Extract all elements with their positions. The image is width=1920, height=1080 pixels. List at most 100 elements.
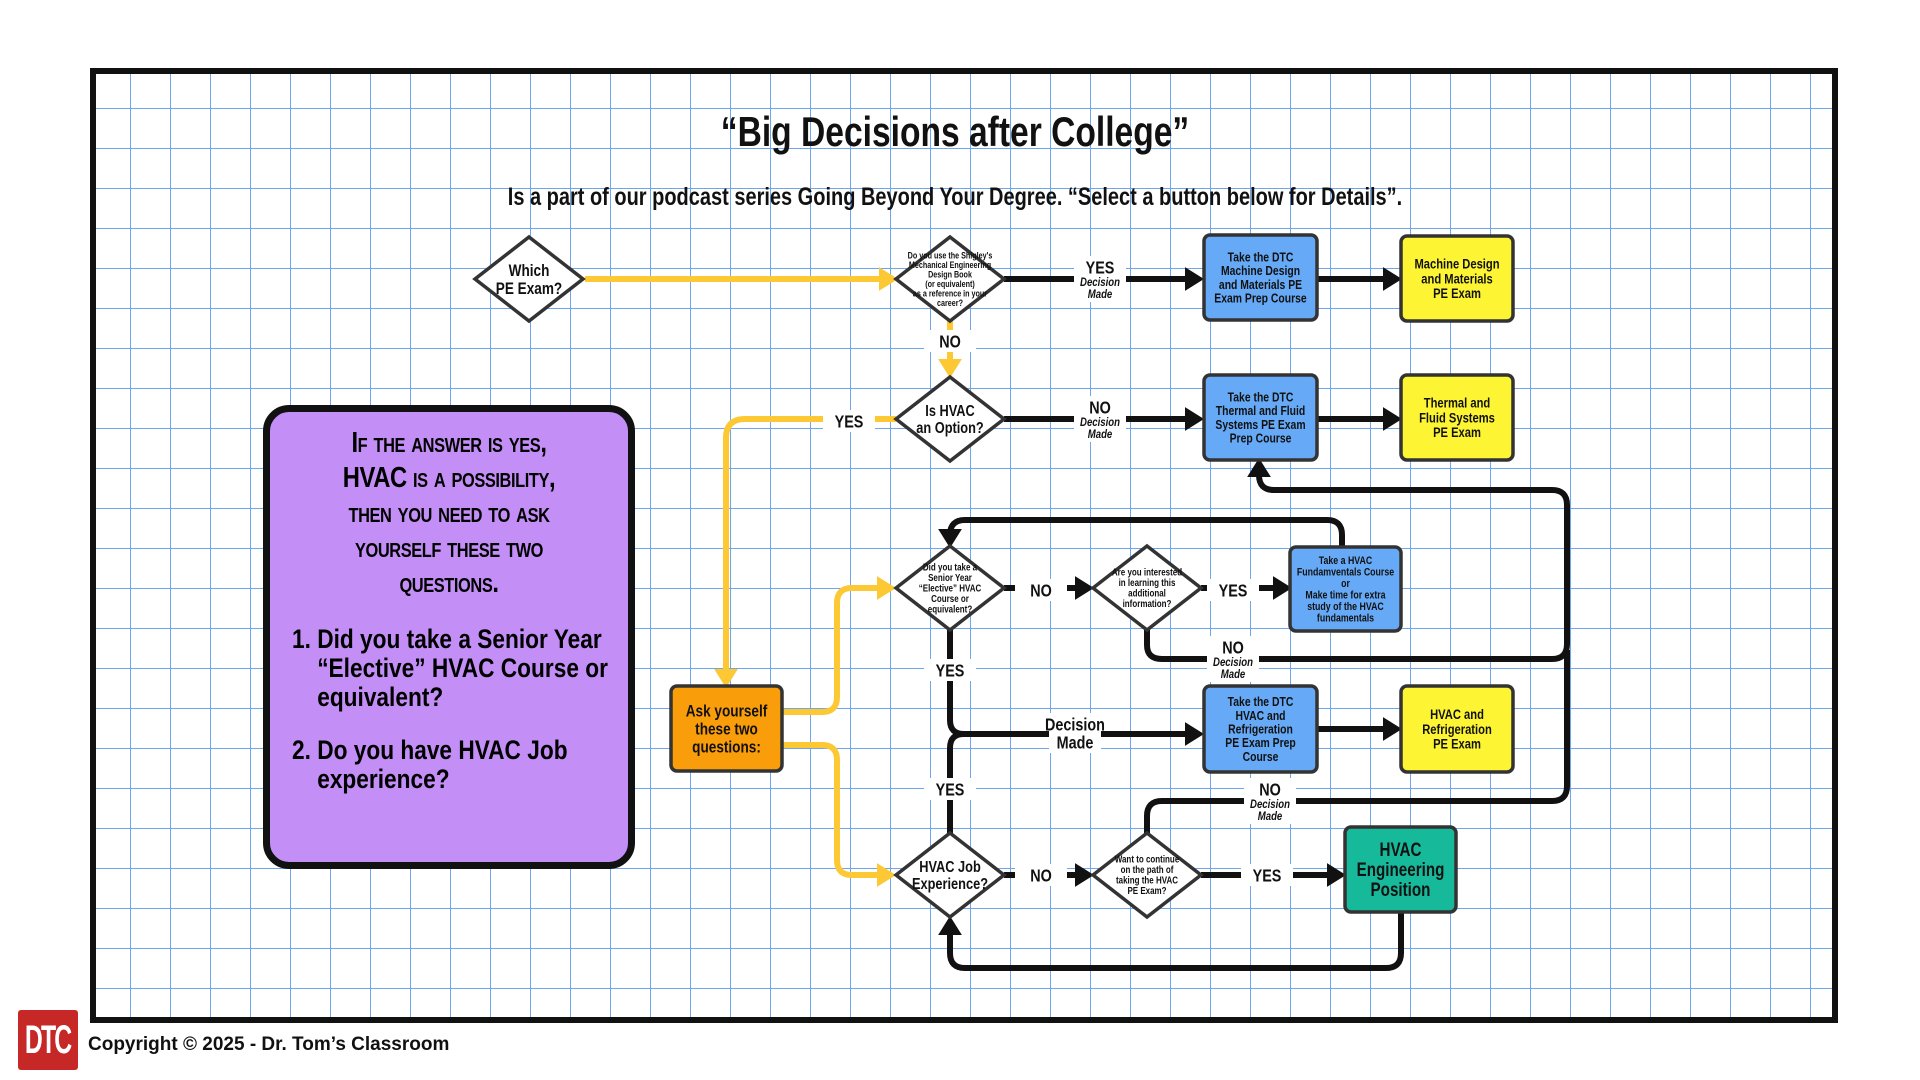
decision-diamond [893,374,1007,464]
node-label: Course [1243,750,1279,764]
label-text: NO [1222,638,1244,658]
node-label: Which [509,262,550,281]
label-text: Decision [1213,656,1253,669]
node-label: questions: [692,738,761,757]
node-label: Design Book [928,270,972,280]
node-label: HVAC and [1235,709,1285,723]
node-label: or [1341,578,1350,590]
process-box [1399,373,1515,462]
label-background [1015,579,1067,601]
node-label: Refrigeration [1228,723,1293,737]
label-text: Made [1057,733,1094,753]
process-box [1202,684,1319,774]
yellow-connector-arrow [714,416,896,688]
label-background [1244,778,1296,824]
label-text: Made [1258,810,1283,823]
connector-label: NO [924,330,976,352]
label-text: Made [1221,668,1246,681]
label-background [1015,864,1067,886]
black-connector-arrow [1144,458,1570,662]
node-label: PE Exam? [1127,885,1166,896]
node-label: Is HVAC [925,403,975,421]
process-box [1343,825,1458,914]
connector-label: YES [1207,579,1259,601]
node-label: and Materials PE [1219,278,1302,292]
decision-diamond [1090,543,1204,633]
page-subtitle: Is a part of our podcast series Going Be… [508,183,1402,211]
node-label: Take the DTC [1228,251,1294,265]
node-label: Fluid Systems [1419,410,1495,425]
label-text: Decision [1080,416,1120,429]
node-label: PE Exam Prep [1225,736,1295,750]
connector-label: YES [823,410,875,432]
node-label: Are you interested [1112,567,1182,578]
node-label: Mechanical Engineering [909,260,991,270]
question-number: 2. [292,735,311,765]
question-number: 1. [292,624,311,654]
label-text: YES [936,780,965,800]
node-label: taking the HVAC [1116,875,1178,886]
node-label: Want to continue [1115,854,1180,865]
label-text: Made [1088,428,1113,441]
node-label: equivalent? [928,604,972,615]
connector-label: NO [1015,579,1067,601]
decision-diamond [893,234,1007,324]
black-connector-arrow [938,912,1404,971]
label-text: YES [1086,258,1115,278]
node-label: Take the DTC [1228,391,1294,405]
node-label: PE Exam [1433,286,1481,301]
node-label: Ask yourself [686,702,768,721]
label-text: Decision [1250,798,1290,811]
process-box [1288,545,1403,633]
label-background [1207,636,1259,682]
label-text: NO [1259,780,1281,800]
process-box [1399,234,1515,323]
connector-label: NO [1015,864,1067,886]
node-label: fundamentals [1317,613,1375,625]
node-label: study of the HVAC [1307,601,1384,613]
node-label: Make time for extra [1305,590,1386,602]
question-text: Did you take a Senior Year “Elective” HV… [317,624,608,712]
node-label: an Option? [916,420,983,438]
decision-diamond [472,234,586,324]
node-label: PE Exam [1433,425,1481,440]
label-text: Made [1088,288,1113,301]
copyright: Copyright © 2025 - Dr. Tom’s Classroom [88,1034,450,1055]
node-label: these two [695,720,758,739]
label-background [1074,256,1126,302]
node-label: Thermal and Fluid [1216,404,1306,418]
node-label: Prep Course [1230,431,1292,445]
node-label: Did you take a [923,562,978,573]
node-label: Systems PE Exam [1215,418,1305,432]
node-label: Senior Year [928,572,972,583]
label-background [1241,864,1293,886]
node-label: Course or [931,593,969,604]
label-text: NO [939,332,961,352]
node-label: Take a HVAC [1319,555,1372,567]
connector-label: YES [924,659,976,681]
node-label: Thermal and [1424,396,1490,411]
page-title: “Big Decisions after College” [721,110,1189,156]
info-box: If the answer is yes, HVAC is a possibil… [263,405,635,869]
